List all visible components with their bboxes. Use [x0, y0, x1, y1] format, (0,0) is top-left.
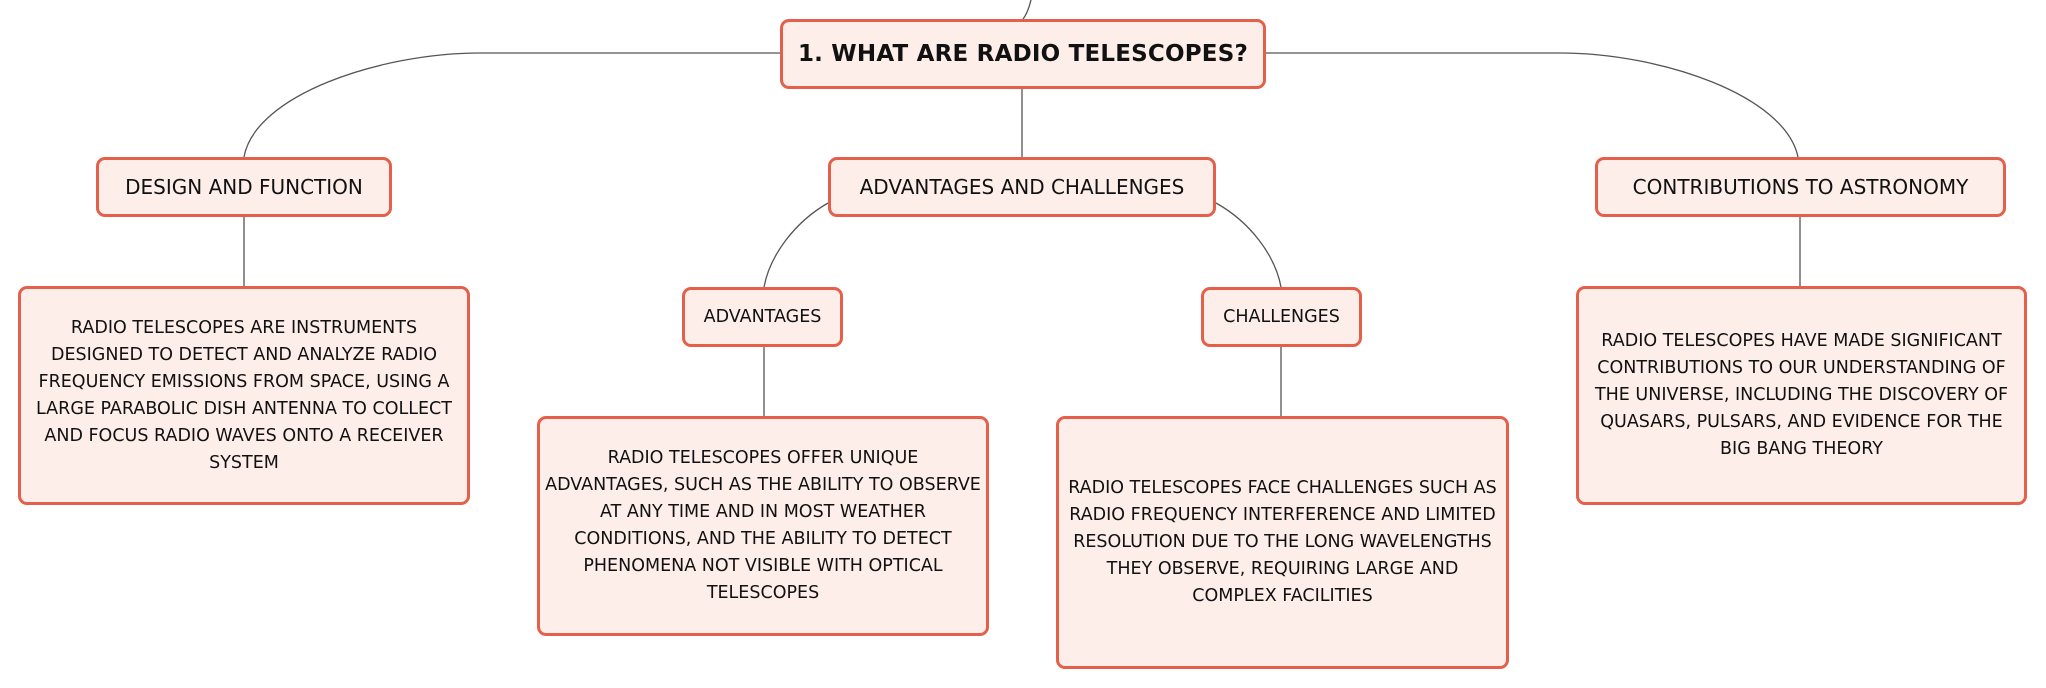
- design-and-function-detail-text: RADIO TELESCOPES ARE INSTRUMENTS DESIGNE…: [36, 317, 452, 473]
- advantages-and-challenges-node[interactable]: ADVANTAGES AND CHALLENGES: [828, 157, 1216, 217]
- advantages-detail-text: RADIO TELESCOPES OFFER UNIQUE ADVANTAGES…: [545, 448, 981, 603]
- advantages-and-challenges-label: ADVANTAGES AND CHALLENGES: [859, 175, 1185, 199]
- root-topic-title: 1. WHAT ARE RADIO TELESCOPES?: [797, 41, 1249, 67]
- challenges-detail-text: RADIO TELESCOPES FACE CHALLENGES SUCH AS…: [1068, 478, 1497, 606]
- design-and-function-label: DESIGN AND FUNCTION: [125, 175, 363, 199]
- challenges-label: CHALLENGES: [1223, 307, 1340, 327]
- contributions-detail-text: RADIO TELESCOPES HAVE MADE SIGNIFICANT C…: [1594, 331, 2009, 459]
- advantages-label: ADVANTAGES: [703, 307, 822, 327]
- contributions-to-astronomy-label: CONTRIBUTIONS TO ASTRONOMY: [1632, 175, 1969, 199]
- contributions-to-astronomy-node[interactable]: CONTRIBUTIONS TO ASTRONOMY: [1595, 157, 2006, 217]
- design-and-function-node[interactable]: DESIGN AND FUNCTION: [96, 157, 392, 217]
- connector-root-design: [243, 52, 780, 158]
- design-and-function-detail-node[interactable]: RADIO TELESCOPES ARE INSTRUMENTS DESIGNE…: [18, 286, 470, 505]
- advantages-node[interactable]: ADVANTAGES: [682, 287, 843, 347]
- challenges-node[interactable]: CHALLENGES: [1201, 287, 1362, 347]
- root-topic-node[interactable]: 1. WHAT ARE RADIO TELESCOPES?: [780, 19, 1266, 89]
- connector-from-parent: [1022, 0, 1032, 20]
- connector-root-contributions: [1266, 52, 1799, 158]
- connector-advantages-challenges-advantages: [763, 202, 829, 288]
- challenges-detail-node[interactable]: RADIO TELESCOPES FACE CHALLENGES SUCH AS…: [1056, 416, 1509, 669]
- advantages-detail-node[interactable]: RADIO TELESCOPES OFFER UNIQUE ADVANTAGES…: [537, 416, 989, 636]
- connector-advantages-challenges-challenges: [1215, 202, 1282, 288]
- contributions-detail-node[interactable]: RADIO TELESCOPES HAVE MADE SIGNIFICANT C…: [1576, 286, 2027, 505]
